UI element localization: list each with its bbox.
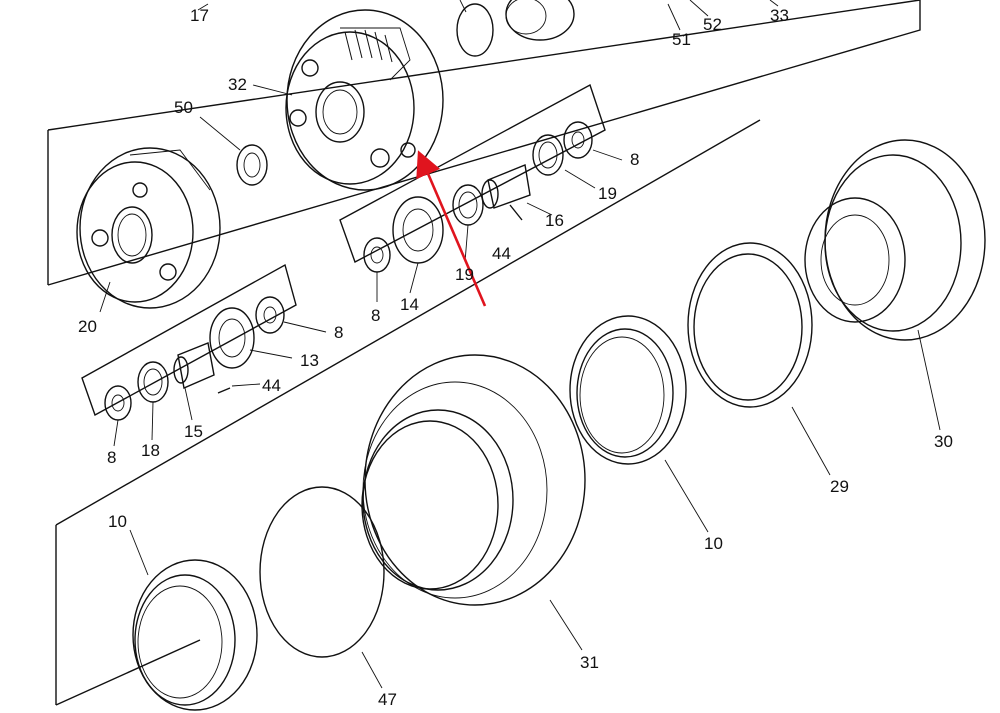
ring-gear-31[interactable]	[361, 354, 586, 606]
lower-planet-group	[81, 263, 297, 421]
planet-carrier-20[interactable]	[76, 147, 221, 309]
callout-29: 29	[830, 477, 849, 496]
callout-15: 15	[184, 422, 203, 441]
hub-30[interactable]	[804, 139, 986, 341]
leader-lines	[99, 0, 941, 689]
assembly-boundary-lines	[47, 0, 921, 706]
seal-10-left[interactable]	[132, 559, 258, 711]
callout-17: 17	[190, 6, 209, 25]
callout-44-a: 44	[492, 244, 511, 263]
callout-31: 31	[580, 653, 599, 672]
callout-13: 13	[300, 351, 319, 370]
planet-carrier-32[interactable]	[285, 9, 444, 191]
callout-19-a: 19	[598, 184, 617, 203]
callout-10-b: 10	[704, 534, 723, 553]
red-arrow	[416, 150, 487, 307]
seal-10-right[interactable]	[569, 315, 687, 465]
callout-44-b: 44	[262, 376, 281, 395]
callout-labels: 17 51 52 33 32 50 8 19 16 44 19 8 14 20 …	[78, 6, 953, 709]
callout-50: 50	[174, 98, 193, 117]
washer-50[interactable]	[236, 144, 268, 186]
upper-planet-group	[339, 83, 606, 273]
callout-30: 30	[934, 432, 953, 451]
callout-8-c: 8	[334, 323, 343, 342]
seal-ring-29[interactable]	[687, 242, 813, 408]
bearing-18	[137, 361, 169, 403]
callout-33: 33	[770, 6, 789, 25]
washer-8-upper-right	[563, 121, 593, 159]
bearing-19-lower	[452, 184, 484, 226]
callout-20: 20	[78, 317, 97, 336]
callout-19-b: 19	[455, 265, 474, 284]
o-ring-47[interactable]	[259, 486, 385, 658]
callout-51: 51	[672, 30, 691, 49]
callout-8-b: 8	[371, 306, 380, 325]
gear-13	[209, 307, 255, 369]
bearing-19-upper	[532, 134, 564, 176]
callout-47: 47	[378, 690, 397, 709]
gear-top[interactable]	[456, 0, 575, 57]
callout-32: 32	[228, 75, 247, 94]
callout-52: 52	[703, 15, 722, 34]
callout-14: 14	[400, 295, 419, 314]
callout-16: 16	[545, 211, 564, 230]
callout-8-d: 8	[107, 448, 116, 467]
callout-10-a: 10	[108, 512, 127, 531]
gear-14	[392, 196, 444, 264]
callout-8-a: 8	[630, 150, 639, 169]
callout-18: 18	[141, 441, 160, 460]
